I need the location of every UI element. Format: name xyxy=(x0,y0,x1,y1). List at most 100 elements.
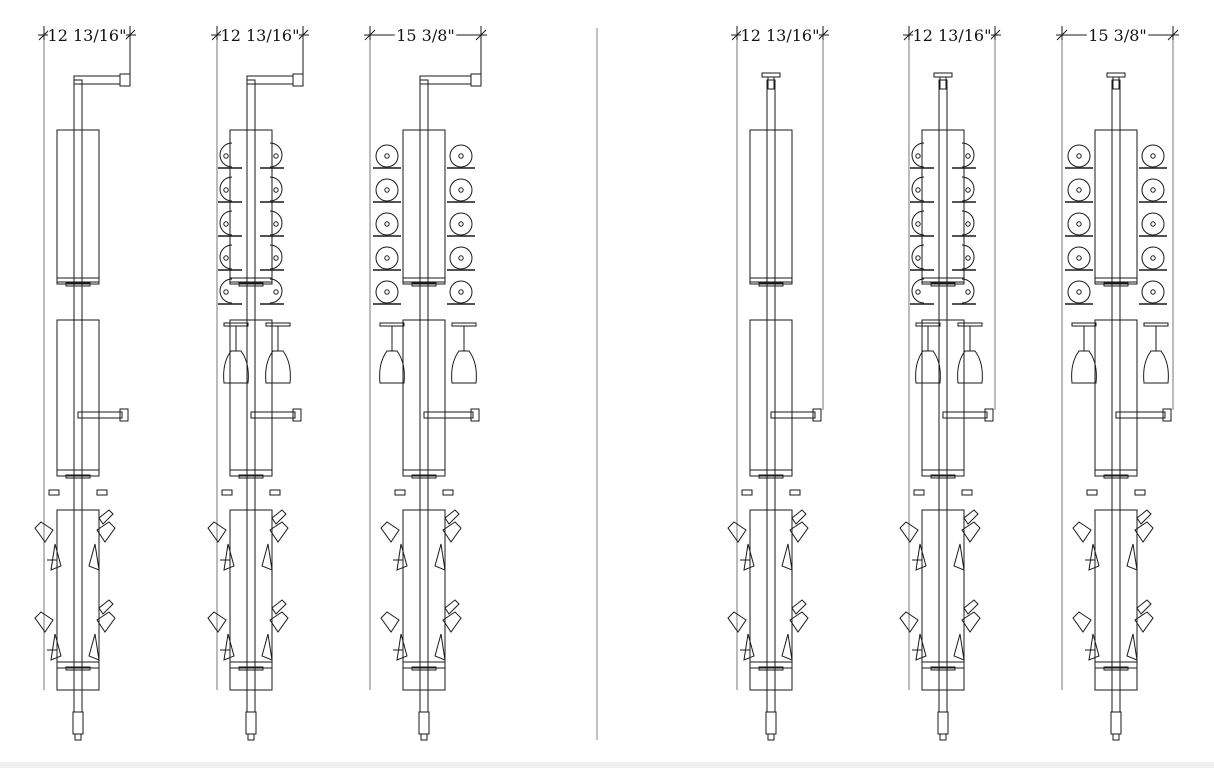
arm-end-cap xyxy=(292,73,304,87)
clamp-bolt xyxy=(238,666,264,671)
rack-unit-1: 12 13/16" xyxy=(34,25,136,741)
clamp-bolt xyxy=(65,474,91,479)
clamp-bolt xyxy=(65,282,91,287)
foot-pad xyxy=(420,733,428,741)
bottle-end-icon xyxy=(1141,246,1165,270)
bottle-holder-icon xyxy=(434,633,446,661)
bottle-cork-icon xyxy=(273,153,279,159)
tilted-bottle-icon xyxy=(1072,521,1092,543)
floor-foot xyxy=(937,711,949,735)
tilted-bottle-icon xyxy=(442,521,462,543)
tilted-bottle-icon xyxy=(727,521,747,543)
dimension-label-bg xyxy=(913,25,991,45)
bottle-holder-icon xyxy=(223,543,235,571)
clamp-bolt xyxy=(65,666,91,671)
mid-arm-cap xyxy=(119,408,129,422)
bottle-neck-icon xyxy=(98,599,114,615)
side-bracket xyxy=(394,489,406,496)
bottle-end-icon xyxy=(961,210,975,236)
bottle-holder-icon xyxy=(50,633,62,661)
bottle-holder-icon xyxy=(781,633,793,661)
bottle-end-icon xyxy=(375,212,399,236)
wine-glass-icon xyxy=(1071,350,1097,384)
bottle-end-icon xyxy=(1141,212,1165,236)
dimension-label: 12 13/16" xyxy=(913,26,992,45)
bottle-holder-icon xyxy=(396,543,408,571)
tilted-bottle-icon xyxy=(269,611,289,633)
bottle-cork-icon xyxy=(458,289,464,295)
glass-rail xyxy=(915,322,941,327)
bottle-end-icon xyxy=(449,212,473,236)
bottle-cork-icon xyxy=(458,153,464,159)
bottle-neck-icon xyxy=(791,599,807,615)
mid-arm-cap xyxy=(812,408,822,422)
wine-glass-icon xyxy=(265,350,291,384)
units-layer: 12 13/16"12 13/16"15 3/8"12 13/16"12 13/… xyxy=(34,25,1179,741)
support-rod xyxy=(1111,79,1121,713)
flange-neck xyxy=(1112,76,1120,90)
bottle-holder-icon xyxy=(1126,633,1138,661)
bottle-holder-icon xyxy=(261,543,273,571)
bottle-end-icon xyxy=(1141,280,1165,304)
side-bracket xyxy=(961,489,973,496)
bottle-end-icon xyxy=(1141,144,1165,168)
clamp-bolt xyxy=(930,474,956,479)
side-bracket xyxy=(96,489,108,496)
clamp-band xyxy=(229,661,273,669)
side-bracket xyxy=(1086,489,1098,496)
bottle-cork-icon xyxy=(965,289,971,295)
bottle-cork-icon xyxy=(915,289,921,295)
bottle-holder-icon xyxy=(88,633,100,661)
bottle-end-icon xyxy=(219,278,233,304)
floor-foot xyxy=(1110,711,1122,735)
clamp-bolt xyxy=(411,282,437,287)
clamp-bolt xyxy=(758,282,784,287)
clamp-band xyxy=(56,277,100,285)
bottle-end-icon xyxy=(961,142,975,168)
dimension-label-bg xyxy=(48,25,126,45)
bottle-holder-icon xyxy=(781,543,793,571)
rack-panel-1 xyxy=(56,129,100,283)
bottle-end-icon xyxy=(449,246,473,270)
bottle-cork-icon xyxy=(223,187,229,193)
tilted-bottle-icon xyxy=(96,611,116,633)
glass-rail xyxy=(379,322,405,327)
tilted-bottle-icon xyxy=(269,521,289,543)
clamp-bolt xyxy=(1103,282,1129,287)
bottle-neck-icon xyxy=(963,509,979,525)
foot-pad xyxy=(767,733,775,741)
bottle-cork-icon xyxy=(223,255,229,261)
bottle-cork-icon xyxy=(1076,221,1082,227)
bottle-end-icon xyxy=(269,244,283,270)
bottle-end-icon xyxy=(375,280,399,304)
bottle-cork-icon xyxy=(915,153,921,159)
bottle-neck-icon xyxy=(1136,509,1152,525)
bottle-end-icon xyxy=(911,278,925,304)
clamp-band xyxy=(402,277,446,285)
bottle-holder-icon xyxy=(1088,633,1100,661)
rack-unit-4: 12 13/16" xyxy=(727,25,829,741)
tilted-bottle-icon xyxy=(34,521,54,543)
bottle-end-icon xyxy=(219,142,233,168)
support-rod xyxy=(73,79,83,713)
wine-glass-icon xyxy=(957,350,983,384)
wine-glass-icon xyxy=(915,350,941,384)
flange-neck xyxy=(939,76,947,90)
clamp-band xyxy=(1094,661,1138,669)
bottle-holder-icon xyxy=(915,543,927,571)
bottle-cork-icon xyxy=(1076,255,1082,261)
glass-rail xyxy=(223,322,249,327)
mid-arm xyxy=(770,411,816,419)
clamp-band xyxy=(921,661,965,669)
bottle-neck-icon xyxy=(1136,599,1152,615)
bottle-holder-icon xyxy=(915,633,927,661)
bottle-end-icon xyxy=(269,176,283,202)
side-bracket xyxy=(1134,489,1146,496)
bottle-end-icon xyxy=(375,144,399,168)
side-bracket xyxy=(442,489,454,496)
clamp-band xyxy=(749,661,793,669)
bottle-end-icon xyxy=(911,210,925,236)
mid-arm-cap xyxy=(984,408,994,422)
bottle-end-icon xyxy=(375,246,399,270)
bottle-end-icon xyxy=(911,142,925,168)
